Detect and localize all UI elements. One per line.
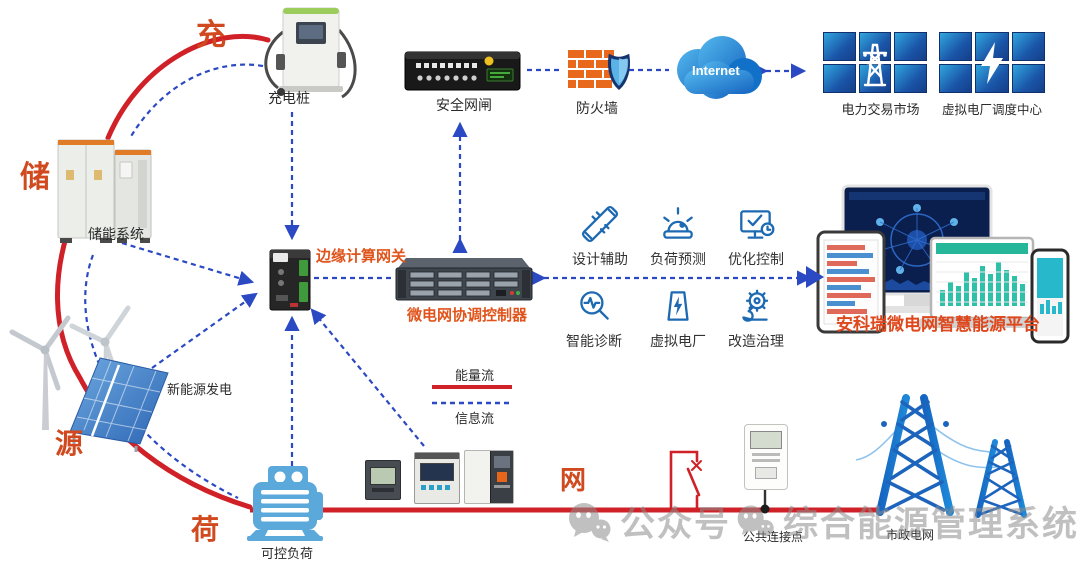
energy-arc-storage-source-load	[55, 211, 253, 510]
function-label: 改造治理	[728, 333, 784, 349]
controller-module	[464, 450, 514, 504]
function-label: 负荷预测	[650, 251, 706, 267]
function-label: 设计辅助	[572, 251, 628, 267]
function-label: 优化控制	[728, 251, 784, 267]
energy-arc-charge-storage	[105, 33, 271, 141]
vpp-dispatch-videowall	[939, 32, 1045, 93]
zone-load-symbol: 荷	[191, 514, 220, 545]
edge-gateway-device	[269, 249, 311, 311]
zone-charge-symbol: 充	[196, 19, 226, 52]
motor	[247, 466, 323, 541]
zone-storage-symbol: 储	[20, 161, 50, 194]
controllable-load-label: 可控负荷	[261, 546, 314, 561]
virtual-plant-icon	[667, 291, 689, 321]
info-meters-to-gateway	[310, 308, 425, 447]
charging-pile-label: 充电桩	[268, 90, 310, 106]
function-label: 虚拟电厂	[650, 333, 706, 349]
controller-label: 微电网协调控制器	[407, 307, 528, 324]
solar-panel	[69, 357, 169, 452]
info-solar-to-gateway	[151, 292, 258, 369]
pcc-energy-meter	[744, 424, 788, 490]
info-storage-to-gateway	[121, 241, 255, 286]
function-design-aid: 设计辅助	[562, 203, 638, 269]
renewable-label: 新能源发电	[167, 382, 233, 397]
design-aid-icon	[581, 205, 619, 243]
platform-devices	[806, 184, 1070, 344]
lightning-bolt-icon	[981, 41, 1003, 84]
protection-relay	[414, 452, 460, 504]
zone-source-symbol: 源	[55, 428, 84, 459]
legend-info-label: 信息流	[455, 411, 495, 426]
legend-energy-label: 能量流	[455, 368, 495, 383]
info-arc-charge-storage	[129, 63, 264, 139]
storage-cabinets	[57, 139, 152, 243]
pcc-connection	[760, 488, 770, 514]
optimal-control-icon	[740, 210, 775, 239]
internet-cloud-icon	[677, 36, 762, 99]
security-gateway-label: 安全网闸	[436, 97, 492, 113]
firewall-label: 防火墙	[576, 100, 618, 116]
zone-grid-symbol: 网	[560, 465, 587, 495]
transmission-towers	[855, 394, 1034, 520]
trading-market-label: 电力交易市场	[841, 102, 920, 117]
function-smart-diagnosis: 智能诊断	[556, 285, 632, 351]
internet-label: Internet	[692, 63, 740, 78]
charging-pile	[264, 7, 357, 99]
load-forecast-icon	[663, 207, 693, 239]
function-virtual-plant: 虚拟电厂	[640, 285, 716, 351]
function-load-forecast: 负荷预测	[640, 203, 716, 269]
smart-diagnosis-icon	[580, 291, 609, 320]
storage-label: 储能系统	[88, 226, 144, 242]
function-optimal-control: 优化控制	[718, 203, 794, 269]
breaker-symbol	[669, 450, 702, 510]
security-gateway-device	[404, 51, 521, 91]
vpp-dispatch-label: 虚拟电厂调度中心	[941, 103, 1042, 117]
trading-market-videowall	[823, 32, 927, 93]
function-retrofit: 改造治理	[718, 285, 794, 351]
info-arc-source-load	[84, 254, 239, 499]
controller-device	[395, 258, 533, 301]
platform-arrowhead	[806, 266, 824, 288]
pcc-label: 公共连接点	[743, 530, 804, 544]
power-meter-1	[365, 460, 401, 500]
utility-grid-label: 市政电网	[886, 528, 935, 542]
platform-label: 安科瑞微电网智慧能源平台	[836, 315, 1040, 334]
transmission-tower-icon	[862, 43, 888, 86]
info-flow-lines	[84, 63, 813, 499]
firewall-icon	[568, 50, 630, 90]
retrofit-icon	[742, 289, 769, 322]
legend-lines	[432, 385, 512, 405]
edge-gateway-label: 边缘计算网关	[316, 248, 407, 265]
energy-flow-lines	[55, 33, 878, 513]
function-label: 智能诊断	[566, 333, 622, 349]
